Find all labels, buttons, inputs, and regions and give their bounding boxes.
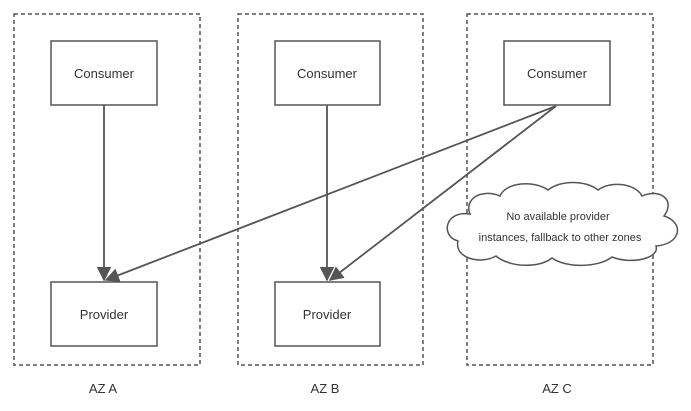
node-provider-b: Provider [274,281,381,347]
zone-az-c-boundary [466,13,654,366]
fallback-note-line-2: instances, fallback to other zones [479,232,642,244]
edge-consumer-c-to-provider-b [328,105,557,281]
consumer-c-box [503,40,611,106]
cloud-icon [446,181,679,267]
consumer-a-label: Consumer [74,66,135,81]
provider-a-label: Provider [80,307,129,322]
node-consumer-b: Consumer [274,40,381,106]
zone-az-b-label: AZ B [311,381,340,396]
fallback-note-cloud: No available provider instances, fallbac… [446,181,679,267]
zone-az-c: AZ C [466,13,654,396]
consumer-b-label: Consumer [297,66,358,81]
zone-az-b-boundary [237,13,424,366]
zone-az-a-label: AZ A [89,381,118,396]
provider-b-label: Provider [303,307,352,322]
consumer-a-box [50,40,158,106]
zone-az-b: AZ B [237,13,424,396]
provider-a-box [50,281,158,347]
provider-b-box [274,281,381,347]
node-provider-a: Provider [50,281,158,347]
edge-consumer-c-to-provider-a [104,105,557,283]
zone-az-a-boundary [13,13,201,366]
fallback-note-line-1: No available provider [506,211,610,223]
zone-az-a: AZ A [13,13,201,396]
edges [96,105,557,283]
consumer-c-label: Consumer [527,66,588,81]
node-consumer-c: Consumer [503,40,611,106]
node-consumer-a: Consumer [50,40,158,106]
zone-az-c-label: AZ C [542,381,572,396]
consumer-b-box [274,40,381,106]
